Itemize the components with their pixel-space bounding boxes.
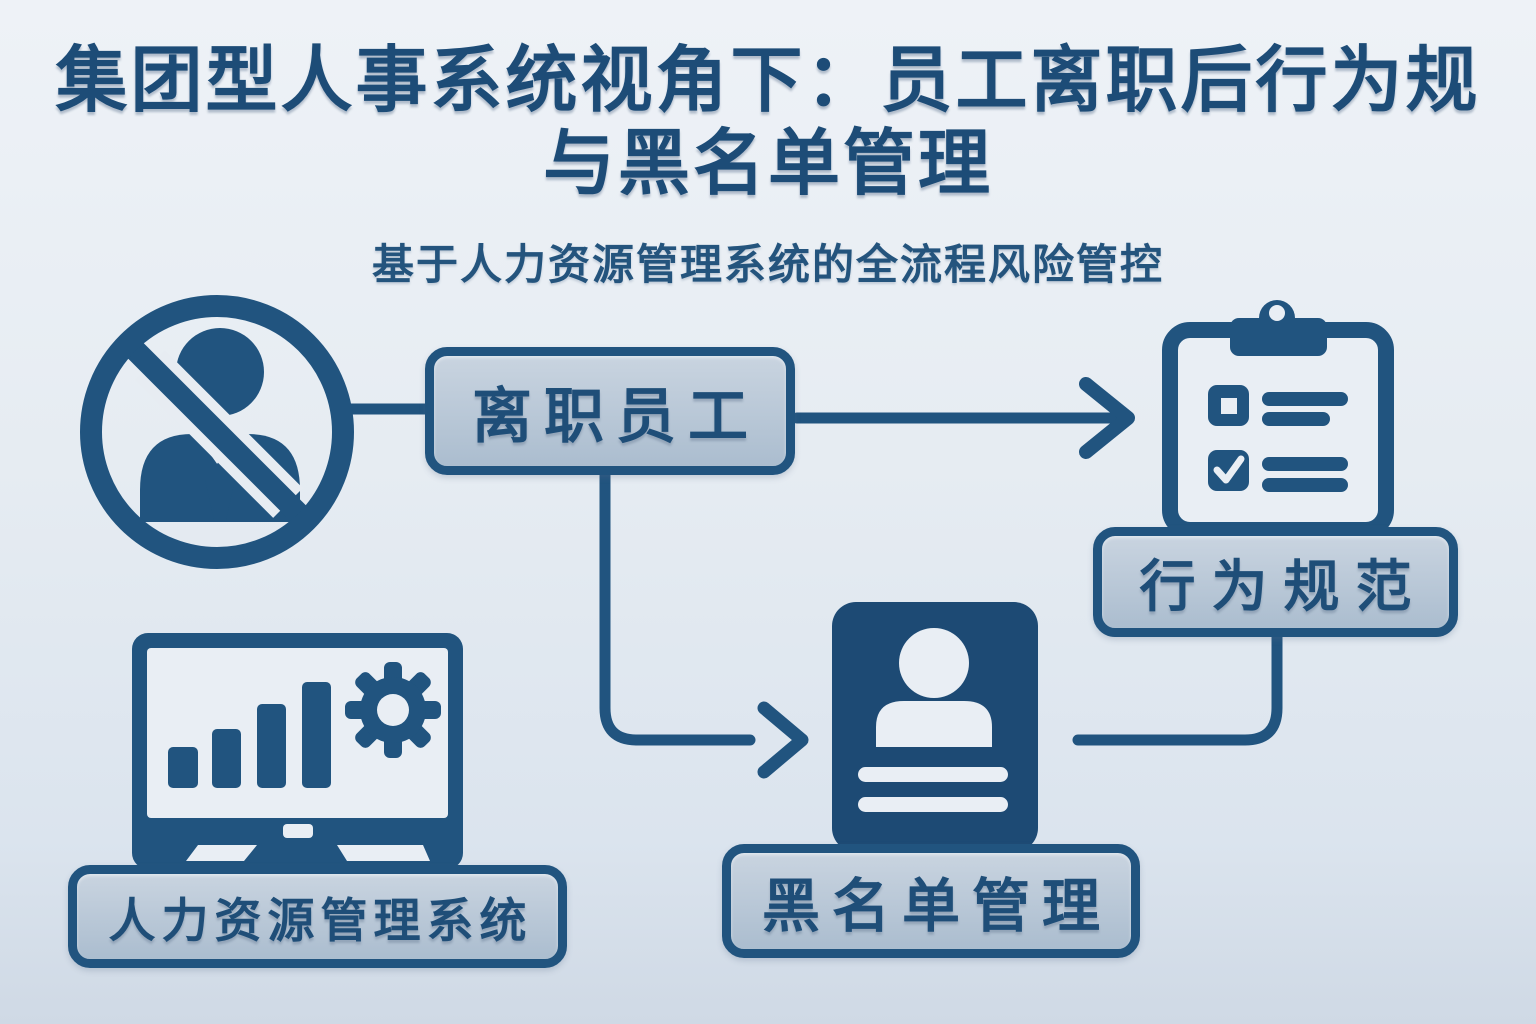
list-line — [1262, 478, 1348, 492]
card-text-line — [858, 797, 1008, 812]
title-line-1: 集团型人事系统视角下：员工离职后行为规 — [55, 41, 1481, 121]
clip-hole — [1269, 305, 1285, 321]
checkmark — [1213, 455, 1245, 484]
connector-norms-to-blacklist — [1072, 631, 1283, 746]
node-departed-employee: 离职员工 — [425, 347, 795, 475]
node-label: 离职员工 — [472, 382, 760, 450]
gear-hole — [377, 694, 409, 726]
monitor-bar-chart-icon — [132, 633, 463, 869]
node-label: 人力资源管理系统 — [108, 894, 533, 947]
stand-cutout-right — [337, 845, 430, 861]
title-line-2: 与黑名单管理 — [542, 123, 993, 204]
banned-employee-icon — [80, 295, 354, 569]
stand-cutout-left — [186, 845, 257, 861]
card-text-line — [858, 767, 1008, 782]
node-hr-system: 人力资源管理系统 — [68, 865, 567, 968]
checklist-clipboard-icon — [1162, 300, 1394, 538]
card-person-shoulders — [876, 701, 992, 747]
list-line — [1262, 412, 1330, 426]
profile-card-icon — [832, 602, 1038, 852]
list-line — [1262, 392, 1348, 406]
monitor-notch — [283, 824, 313, 838]
arrow-departed-to-blacklist — [599, 469, 809, 779]
node-behavior-norms: 行为规范 — [1093, 527, 1458, 637]
clipboard-board — [1162, 322, 1394, 538]
node-label: 行为规范 — [1139, 554, 1428, 618]
arrow-departed-to-norms — [791, 377, 1135, 459]
page-subtitle: 基于人力资源管理系统的全流程风险管控 — [371, 241, 1164, 288]
prohibition-ring — [80, 295, 354, 569]
node-blacklist-management: 黑名单管理 — [722, 844, 1140, 958]
node-label: 黑名单管理 — [761, 874, 1112, 939]
bar-chart-icon — [168, 682, 331, 788]
slash — [120, 335, 314, 529]
page-title: 集团型人事系统视角下：员工离职后行为规 与黑名单管理 — [0, 40, 1536, 206]
person-tie — [205, 460, 235, 520]
list-line — [1262, 457, 1348, 471]
checkbox-empty-inner — [1221, 398, 1237, 414]
gear-icon — [345, 662, 441, 758]
card-person-head — [899, 628, 969, 698]
clipboard-clip — [1230, 318, 1327, 356]
